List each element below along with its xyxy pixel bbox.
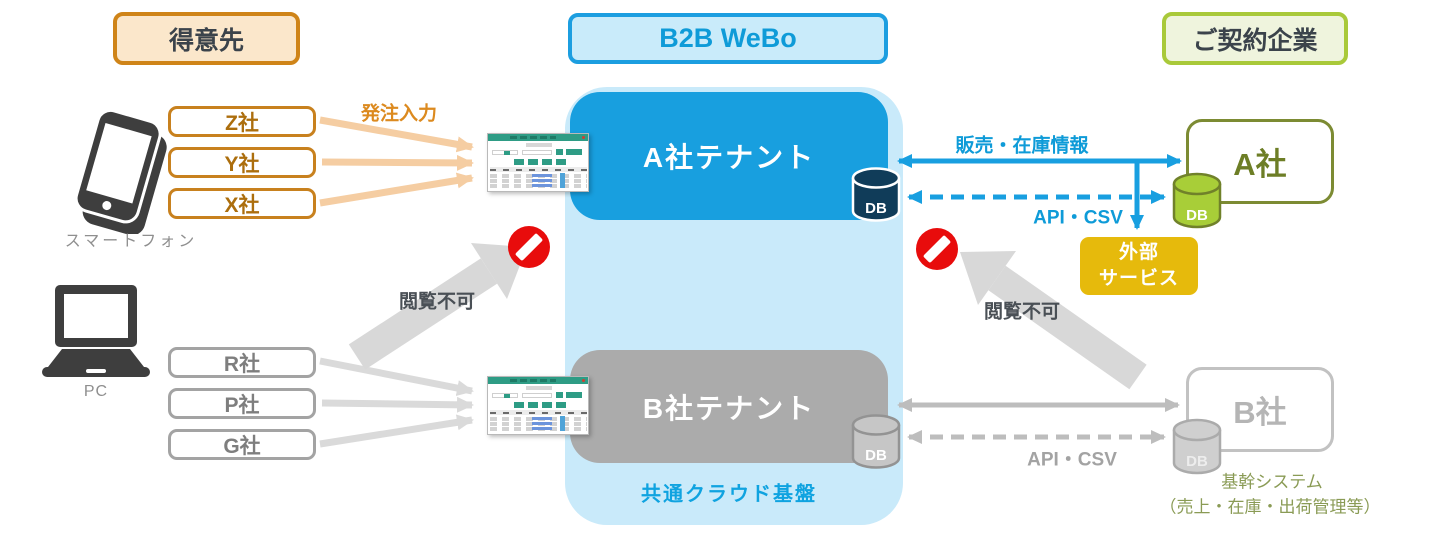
pc-icon [40,283,152,379]
company-z: Z社 [168,106,316,137]
webapp-screenshot-b [487,376,589,435]
company-r-label: R社 [223,352,261,376]
tenant-b-db: DB [850,413,902,471]
company-a-box: A社 [1186,119,1334,204]
tenant-a-db: DB [850,166,902,224]
tenant-a-db-label: DB [865,200,887,217]
api-csv-label-gray: API・CSV [1027,449,1117,471]
external-service-line2: サービス [1098,268,1179,289]
header-customers: 得意先 [113,12,300,65]
tenant-a-box: A社テナント [570,92,888,220]
company-z-label: Z社 [225,111,259,135]
tenant-b-db-label: DB [865,447,887,464]
smartphone-label: スマートフォン [64,233,198,250]
webapp-titlebar [488,377,588,384]
webapp-screenshot-a [487,133,589,192]
no-view-label-right: 閲覧不可 [983,301,1061,323]
company-x-label: X社 [224,193,260,217]
pc-label: PC [83,383,109,400]
order-input-label: 発注入力 [360,103,438,125]
header-platform-label: B2B WeBo [659,23,797,53]
external-service-box: 外部 サービス [1080,237,1198,295]
company-r: R社 [168,347,316,378]
company-a-db: DB [1171,171,1223,231]
prohibited-icon-left [508,226,550,268]
core-system-label-line2: （売上・在庫・出荷管理等） [1159,497,1381,517]
external-service-line1: 外部 [1118,242,1159,264]
header-customers-label: 得意先 [168,26,244,55]
header-contracted-label: ご契約企業 [1192,26,1318,55]
company-y-label: Y社 [224,152,260,176]
company-p-label: P社 [224,393,260,417]
prohibited-icon-right [916,228,958,270]
cloud-platform-label: 共通クラウド基盤 [641,483,817,506]
webapp-titlebar [488,134,588,141]
tenant-b-box: B社テナント [570,350,888,463]
company-y: Y社 [168,147,316,178]
company-b-db-label: DB [1186,453,1208,470]
no-view-label-left: 閲覧不可 [398,291,476,313]
smartphone-icon [52,106,182,236]
api-csv-label-blue: API・CSV [1033,207,1123,229]
tenant-b-label: B社テナント [642,392,816,424]
company-b-box: B社 [1186,367,1334,452]
core-system-label-line1: 基幹システム [1221,472,1323,492]
company-g: G社 [168,429,316,460]
header-platform: B2B WeBo [568,13,888,64]
header-contracted: ご契約企業 [1162,12,1348,65]
tenant-a-label: A社テナント [642,142,816,173]
company-p: P社 [168,388,316,419]
company-x: X社 [168,188,316,219]
company-b-db: DB [1171,417,1223,477]
company-g-label: G社 [223,434,261,458]
company-a-label: A社 [1233,147,1287,182]
company-a-db-label2: DB [1186,207,1208,224]
company-b-label: B社 [1233,395,1287,430]
sales-inventory-label: 販売・在庫情報 [955,135,1089,157]
